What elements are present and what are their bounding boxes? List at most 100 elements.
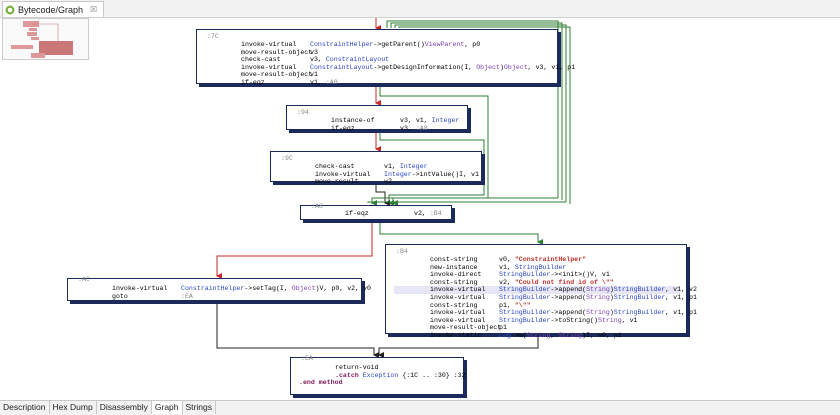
token: invoke-virtual [315, 170, 371, 178]
instruction-opcode[interactable]: invoke-virtual [241, 41, 296, 49]
instruction-opcode[interactable]: const-string [430, 302, 477, 310]
token: :EA [181, 292, 193, 300]
instruction-operands[interactable]: v1, Integer [384, 163, 428, 171]
block-a8[interactable]: :A8 if-eqz v2, :B4 [300, 203, 452, 220]
instruction-operands[interactable]: v2, :B4 [414, 210, 442, 218]
instruction-opcode[interactable]: move-result-object [241, 49, 312, 57]
instruction-operands[interactable]: v1 [310, 71, 318, 79]
block-label: :A8 [311, 203, 323, 210]
token: v2, [414, 210, 430, 217]
token: goto [112, 292, 128, 300]
instruction-operands[interactable]: v2 [384, 178, 392, 186]
instruction-operands[interactable]: Integer->intValue()I, v1 [384, 171, 479, 179]
instruction-opcode[interactable]: invoke-virtual [430, 309, 485, 317]
instruction-opcode[interactable]: invoke-virtual [430, 317, 485, 325]
instruction-operands[interactable]: Log->w(String, String)I, v0, p1 [499, 332, 622, 340]
instruction-opcode[interactable]: move-result-object [430, 324, 501, 332]
token: p1 [499, 324, 507, 332]
instruction-operands[interactable]: StringBuilder->append(String)StringBuild… [499, 294, 697, 302]
instruction-opcode[interactable]: if-eqz [345, 210, 369, 218]
token: v1, [310, 79, 326, 86]
close-icon[interactable]: ☒ [90, 5, 98, 14]
instruction-opcode[interactable]: if-eqz [241, 79, 265, 87]
instruction-opcode[interactable]: invoke-virtual [430, 286, 485, 294]
token: String [586, 286, 610, 294]
instruction-operands[interactable]: v2, "Could not find id of \"" [499, 279, 614, 287]
instruction-opcode[interactable]: return-void [335, 364, 379, 372]
instruction-operands[interactable]: StringBuilder-><init>()V, v1 [499, 271, 610, 279]
token: String [586, 294, 610, 301]
instruction-operands[interactable]: p1 [499, 324, 507, 332]
instruction-operands[interactable]: v1, :A8 [310, 79, 338, 87]
instruction-operands[interactable]: v1, StringBuilder [499, 264, 566, 272]
token: check-cast [241, 56, 281, 64]
instruction-opcode[interactable]: .end method [299, 379, 343, 387]
token: )V, p0, v2, v0 [315, 285, 371, 292]
instruction-operands[interactable]: StringBuilder->append(String)StringBuild… [499, 286, 697, 294]
instruction-operands[interactable]: v3, ConstraintLayout [310, 56, 389, 64]
tab-bytecode-graph[interactable]: Bytecode/Graph ☒ [2, 1, 105, 17]
instruction-opcode[interactable]: invoke-static [430, 332, 481, 340]
tab-graph[interactable]: Graph [151, 401, 183, 414]
instruction-opcode[interactable]: check-cast [315, 163, 355, 171]
instruction-operands[interactable]: v3, v1, Integer [400, 117, 459, 125]
token: v3, [310, 56, 326, 64]
instruction-opcode[interactable]: invoke-virtual [241, 64, 296, 72]
token: Integer [431, 117, 460, 124]
instruction-opcode[interactable]: move-result [315, 178, 359, 186]
instruction-opcode[interactable]: check-cast [241, 56, 281, 64]
instruction-opcode[interactable]: new-instance [430, 264, 477, 272]
instruction-operands[interactable]: StringBuilder->toString()String, v1 [499, 317, 638, 325]
token: )I, v0, p1 [582, 332, 622, 339]
token: instance-of [331, 117, 375, 124]
token: Object [291, 285, 316, 292]
token: :B4 [429, 210, 442, 217]
block-label: :94 [297, 109, 309, 116]
tab-strings[interactable]: Strings [183, 401, 216, 414]
instruction-operands[interactable]: v3, :A8 [400, 125, 428, 133]
block-94[interactable]: :94 instance-of v3, v1, Integer if-eqz v3, :… [286, 105, 468, 133]
instruction-operands[interactable]: StringBuilder->append(String)StringBuild… [499, 309, 697, 317]
instruction-opcode[interactable]: .catch Exception {:1C .. :30} :32 [335, 372, 466, 380]
instruction-opcode[interactable]: instance-of [331, 117, 375, 125]
instruction-operands[interactable]: p1, "\"" [499, 302, 531, 310]
token: move-result-object [241, 71, 313, 79]
instruction-operands[interactable]: v0, "ConstraintHelper" [499, 256, 586, 264]
graph-minimap[interactable] [2, 18, 89, 60]
token: ) [609, 309, 614, 317]
token: if-eqz [241, 79, 265, 86]
editor-tab-bar: Bytecode/Graph ☒ [0, 0, 840, 18]
instruction-opcode[interactable]: goto [112, 293, 128, 301]
tab-description[interactable]: Description [0, 401, 50, 414]
instruction-operands[interactable]: :EA [181, 293, 193, 301]
token: StringBuilder [499, 286, 551, 294]
instruction-opcode[interactable]: invoke-virtual [112, 285, 167, 293]
instruction-opcode[interactable]: move-result-object [241, 71, 312, 79]
token: new-instance [430, 263, 478, 271]
instruction-operands[interactable]: ConstraintHelper->setTag(I, Object)V, p0… [181, 285, 371, 293]
instruction-operands[interactable]: ConstraintLayout->getDesignInformation(I… [310, 64, 575, 72]
instruction-operands[interactable]: v3 [310, 49, 318, 57]
instruction-operands[interactable]: ConstraintHelper->getParent()ViewParent,… [310, 41, 480, 49]
instruction-opcode[interactable]: const-string [430, 279, 477, 287]
token: , v1 [621, 316, 638, 324]
instruction-opcode[interactable]: const-string [430, 256, 477, 264]
tab-hex-dump[interactable]: Hex Dump [50, 401, 97, 414]
token: , v3, v1, p1 [527, 63, 576, 71]
instruction-opcode[interactable]: invoke-direct [430, 271, 481, 279]
graph-edges [216, 18, 571, 358]
instruction-opcode[interactable]: invoke-virtual [315, 171, 370, 179]
instruction-opcode[interactable]: if-eqz [331, 125, 355, 133]
token: invoke-virtual [430, 316, 486, 324]
instruction-opcode[interactable]: invoke-virtual [430, 294, 485, 302]
tab-disassembly[interactable]: Disassembly [97, 401, 152, 414]
token: p1, [499, 301, 515, 309]
token: return-void [335, 364, 379, 371]
token: const-string [430, 301, 478, 309]
